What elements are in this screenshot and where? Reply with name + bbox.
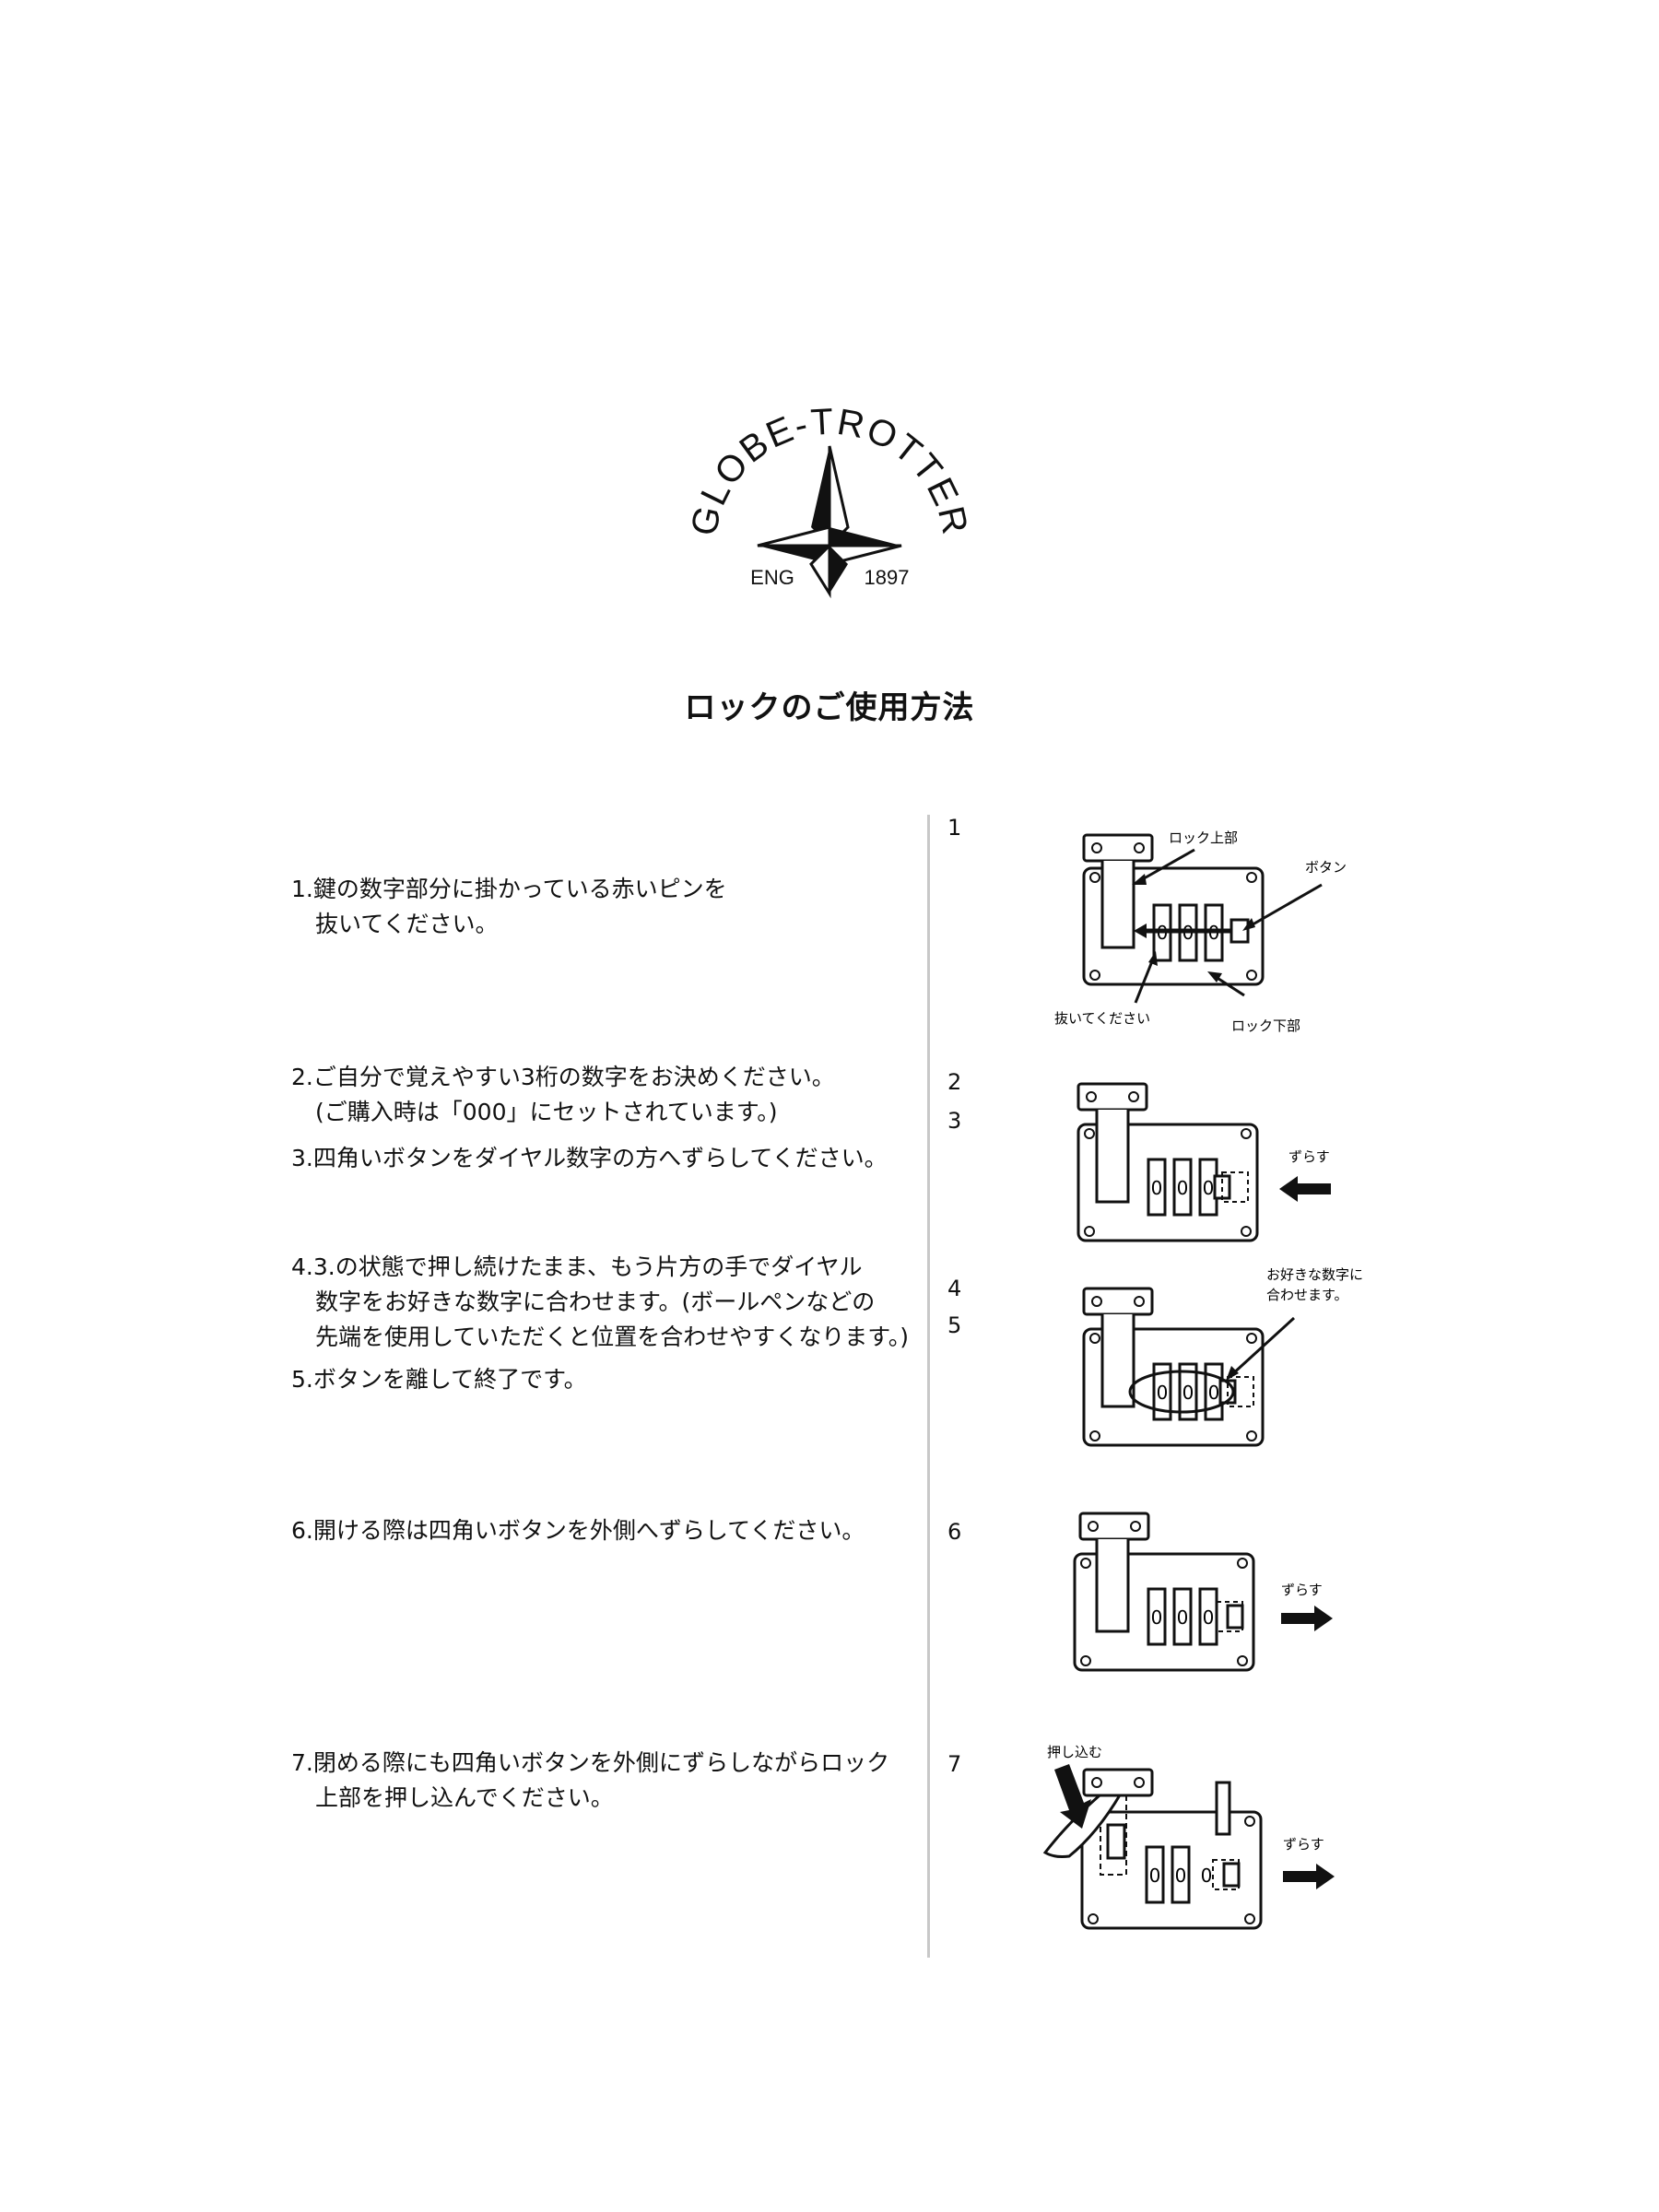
- label-slide: ずらす: [1288, 1148, 1330, 1165]
- dial-digit-1: 0: [1157, 1382, 1169, 1404]
- dial-digit-2: 0: [1177, 1606, 1189, 1629]
- step-2-text: 2.ご自分で覚えやすい3桁の数字をお決めください。 (ご購入時は「000」にセッ…: [291, 1060, 835, 1130]
- step-3-line-1: 3.四角いボタンをダイヤル数字の方へずらしてください。: [291, 1145, 888, 1171]
- column-divider: [927, 815, 930, 1958]
- step-1-line-1: 1.鍵の数字部分に掛かっている赤いピンを: [291, 876, 727, 902]
- step-4-line-2: 数字をお好きな数字に合わせます。(ボールペンなどの: [315, 1288, 876, 1315]
- dial-digit-1: 0: [1151, 1606, 1163, 1629]
- dial-digit-3: 0: [1208, 1382, 1220, 1404]
- step-6-text: 6.開ける際は四角いボタンを外側へずらしてください。: [291, 1513, 865, 1548]
- step-4-text: 4.3.の状態で押し続けたまま、もう片方の手でダイヤル 数字をお好きな数字に合わ…: [291, 1250, 909, 1355]
- label-slide: ずらす: [1283, 1836, 1324, 1853]
- step-number-1: 1: [947, 815, 962, 841]
- step-number-5: 5: [947, 1312, 962, 1338]
- dial-digit-1: 0: [1149, 1865, 1161, 1887]
- step-3-text: 3.四角いボタンをダイヤル数字の方へずらしてください。: [291, 1141, 888, 1176]
- figure-lock-diagram-2: 0 0 0 ずらす: [1077, 1082, 1331, 1242]
- dial-digit-3: 0: [1203, 1606, 1215, 1629]
- page-title: ロックのご使用方法: [684, 689, 975, 726]
- step-2-line-1: 2.ご自分で覚えやすい3桁の数字をお決めください。: [291, 1064, 835, 1090]
- label-lock-bottom: ロック下部: [1231, 1018, 1300, 1034]
- step-4-line-1: 4.3.の状態で押し続けたまま、もう片方の手でダイヤル: [291, 1253, 863, 1280]
- dial-digit-2: 0: [1175, 1865, 1187, 1887]
- logo-eng-text: ENG: [750, 566, 794, 589]
- arrow-left-icon: [1279, 1176, 1331, 1202]
- step-7-line-2: 上部を押し込んでください。: [315, 1784, 614, 1811]
- label-set-number-line-1: お好きな数字に: [1266, 1266, 1363, 1283]
- step-7-line-1: 7.閉める際にも四角いボタンを外側にずらしながらロック: [291, 1749, 890, 1776]
- step-number-7: 7: [947, 1751, 962, 1777]
- arrow-down-icon: [1226, 1366, 1239, 1381]
- figure-lock-diagram-4: 0 0 0 ずらす: [1073, 1512, 1333, 1672]
- dial-digit-3: 0: [1201, 1865, 1213, 1887]
- step-number-6: 6: [947, 1519, 962, 1545]
- label-button: ボタン: [1305, 859, 1347, 876]
- dial-digit-3: 0: [1203, 1177, 1215, 1199]
- label-set-number-line-2: 合わせます。: [1266, 1287, 1348, 1303]
- step-1-line-2: 抜いてください。: [315, 911, 499, 937]
- arrow-right-icon: [1283, 1864, 1335, 1889]
- label-pull-out: 抜いてください: [1054, 1010, 1150, 1027]
- step-2-line-2: (ご購入時は「000」にセットされています。): [315, 1099, 778, 1125]
- step-5-line-1: 5.ボタンを離して終了です。: [291, 1366, 587, 1393]
- dial-digit-2: 0: [1182, 1382, 1194, 1404]
- step-6-line-1: 6.開ける際は四角いボタンを外側へずらしてください。: [291, 1517, 865, 1544]
- step-number-4: 4: [947, 1276, 962, 1301]
- figure-lock-diagram-3: 0 0 0 お好きな数字に 合わせます。: [1082, 1266, 1363, 1447]
- arrow-left-icon: [1134, 924, 1147, 938]
- step-number-2: 2: [947, 1069, 962, 1095]
- globe-trotter-logo: GLOBE-TROTTER ENG 1897: [683, 402, 974, 599]
- label-push-in: 押し込む: [1047, 1744, 1102, 1760]
- dial-digit-1: 0: [1151, 1177, 1163, 1199]
- step-5-text: 5.ボタンを離して終了です。: [291, 1362, 587, 1397]
- label-lock-top: ロック上部: [1169, 830, 1238, 846]
- arrow-right-icon: [1281, 1606, 1333, 1631]
- figure-lock-diagram-5: 0 0 0 押し込む ずらす: [1042, 1744, 1335, 1930]
- compass-star-icon: [757, 445, 902, 599]
- dial-digit-2: 0: [1177, 1177, 1189, 1199]
- step-7-text: 7.閉める際にも四角いボタンを外側にずらしながらロック 上部を押し込んでください…: [291, 1746, 889, 1816]
- logo-year-text: 1897: [865, 566, 910, 589]
- step-4-line-3: 先端を使用していただくと位置を合わせやすくなります。): [315, 1324, 910, 1350]
- step-number-3: 3: [947, 1108, 962, 1134]
- figure-lock-diagram-1: 0 0 0 ロック上部 ボタン 抜いてください ロック下部: [1054, 830, 1347, 1034]
- step-1-text: 1.鍵の数字部分に掛かっている赤いピンを 抜いてください。: [291, 872, 727, 942]
- arrow-down-icon: [1054, 1764, 1091, 1829]
- label-slide: ずらす: [1281, 1582, 1323, 1598]
